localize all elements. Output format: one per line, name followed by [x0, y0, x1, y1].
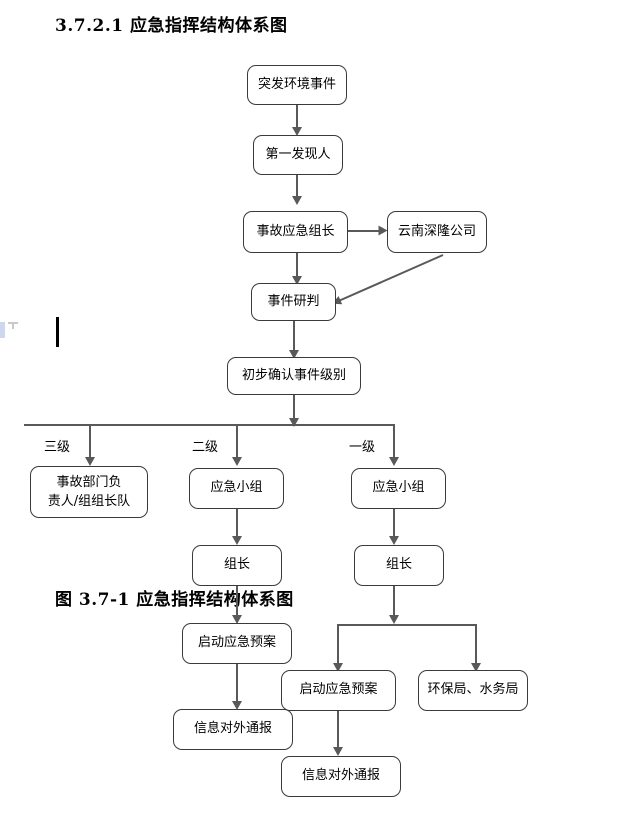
branch-label-level2: 二级 [192, 440, 219, 455]
branch-label-level3: 三级 [44, 440, 71, 455]
branch-bus-line [24, 424, 394, 426]
flow-node-activate-plan-level1[interactable]: 启动应急预案 [281, 670, 396, 711]
edge-bus-n7-arrowhead [85, 457, 95, 466]
flow-node-group-leader-level2[interactable]: 组长 [192, 545, 282, 586]
margin-tick-stem-icon [12, 324, 14, 329]
edge-n13-n16-line [337, 710, 339, 754]
flow-node-group-leader-level1[interactable]: 组长 [354, 545, 444, 586]
edge-n9-n11-line [393, 509, 395, 543]
edge-n3-n5-line [296, 252, 298, 282]
edge-bus-n8-line [236, 424, 238, 464]
edge-bus2-n13-arrowhead [333, 663, 343, 672]
edge-bus-n8-arrowhead [232, 457, 242, 466]
edge-bus-n7-line [89, 424, 91, 464]
flow-node-emergency-group-level1[interactable]: 应急小组 [351, 468, 446, 509]
flow-node-dept-responsible-person[interactable]: 事故部门负 责人/组组长队 [30, 466, 148, 518]
branch-label-level1: 一级 [349, 440, 376, 455]
edge-bus-n9-arrowhead [389, 457, 399, 466]
flow-node-yunnan-shenlong-company[interactable]: 云南深隆公司 [387, 211, 487, 253]
flow-node-incident-assessment[interactable]: 事件研判 [251, 283, 336, 321]
edge-n11-bus2-line [393, 586, 395, 622]
flow-node-emergency-team-leader[interactable]: 事故应急组长 [243, 211, 348, 253]
flow-node-public-notification-right[interactable]: 信息对外通报 [281, 756, 401, 797]
edge-n2-n3-arrowhead [292, 196, 302, 205]
margin-marker [0, 322, 5, 338]
flow-node-public-notification-left[interactable]: 信息对外通报 [173, 709, 293, 750]
edge-n8-n10-line [236, 509, 238, 543]
edge-n10-n12-arrowhead [232, 615, 242, 624]
edge-n9-n11-arrowhead [389, 536, 399, 545]
edge-n11-bus2-arrowhead [389, 615, 399, 624]
edge-n8-n10-arrowhead [232, 536, 242, 545]
branch-bus-left-stub [24, 424, 26, 426]
text-cursor-caret [56, 317, 59, 347]
branch-bus2-line [337, 624, 477, 626]
edge-n5-n6-line [293, 320, 295, 356]
flow-node-first-discoverer[interactable]: 第一发现人 [253, 135, 343, 175]
edge-n12-n15-arrowhead [232, 701, 242, 710]
edge-n1-n2-arrowhead [292, 127, 302, 136]
flow-node-emergency-group-level2[interactable]: 应急小组 [189, 468, 284, 509]
edge-n2-n3-line [296, 174, 298, 202]
flow-node-preliminary-level-confirm[interactable]: 初步确认事件级别 [227, 357, 361, 395]
margin-tick-icon [8, 322, 18, 324]
edge-n4-n5-diagonal [332, 254, 444, 305]
edge-bus-n9-line [393, 424, 395, 464]
edge-n3-n4-line [347, 230, 385, 232]
edge-n1-n2-line [296, 105, 298, 133]
edge-n12-n15-line [236, 664, 238, 708]
edge-n3-n5-arrowhead [292, 276, 302, 285]
edge-n5-n6-arrowhead [289, 350, 299, 359]
edge-bus2-n13-line [337, 624, 339, 670]
edge-bus2-n14-line [475, 624, 477, 670]
page-title: 3.7.2.1 应急指挥结构体系图 [55, 16, 288, 36]
edge-n13-n16-arrowhead [333, 747, 343, 756]
flow-node-epb-water-bureau[interactable]: 环保局、水务局 [418, 670, 528, 711]
edge-n6-bus-arrowhead [289, 418, 299, 427]
figure-caption: 图 3.7-1 应急指挥结构体系图 [55, 590, 294, 610]
edge-n10-n12-line [236, 586, 238, 622]
flow-node-activate-plan-level2[interactable]: 启动应急预案 [182, 623, 292, 664]
edge-bus2-n14-arrowhead [471, 663, 481, 672]
flow-node-incident[interactable]: 突发环境事件 [247, 65, 347, 105]
edge-n6-bus-line [293, 395, 295, 425]
